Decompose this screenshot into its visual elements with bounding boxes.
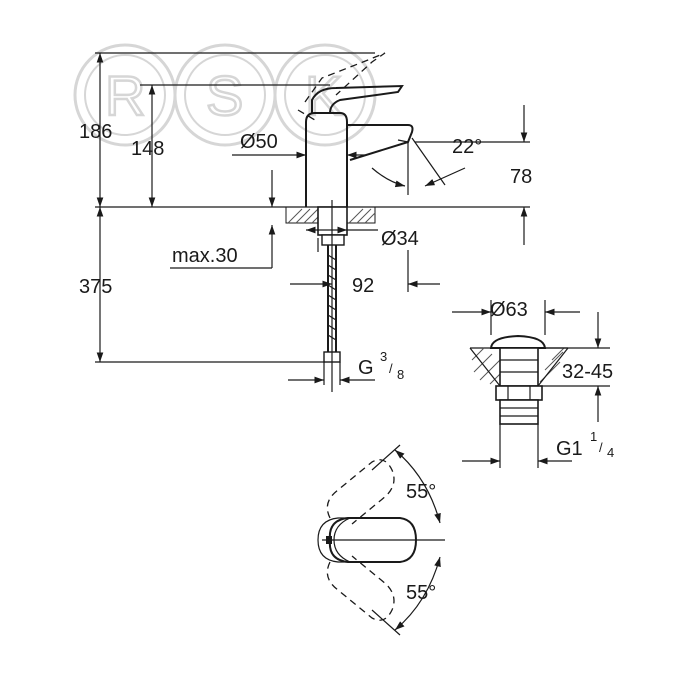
handle-center-position <box>328 517 418 563</box>
rotation-angle-bottom-label: 55° <box>406 582 436 604</box>
bottom-diameter-label: Ø34 <box>381 228 419 250</box>
lever-handle <box>311 84 404 114</box>
top-view: 55° 55° <box>317 444 445 636</box>
height-total-label: 186 <box>79 121 112 143</box>
handle-rotated-up <box>326 459 395 525</box>
watermark-circle <box>84 54 166 136</box>
watermark-circle <box>184 54 266 136</box>
spout-height-label: 78 <box>510 166 532 188</box>
waste-cap <box>489 334 547 349</box>
angle-arc-top <box>394 449 441 524</box>
waste-thread-denominator: 4 <box>607 445 614 460</box>
basin-section-left <box>469 347 504 387</box>
faucet-spout <box>347 124 414 161</box>
rotation-angle-top-label: 55° <box>406 481 436 503</box>
watermark-letter-r: R <box>105 64 145 127</box>
projection-label: 92 <box>352 275 374 297</box>
waste-thread-base: G1 <box>556 438 583 460</box>
angle-ext-bottom <box>371 609 401 636</box>
waste-nut <box>495 385 543 401</box>
waste-view: Ø63 <box>452 299 614 468</box>
spout-angle-label: 22° <box>452 136 482 158</box>
body-diameter-label: Ø50 <box>240 131 278 153</box>
thread-size-base: G <box>358 357 374 379</box>
waste-thread-slash: / <box>599 440 603 455</box>
waste-tailpiece <box>499 399 539 425</box>
counter-section-left <box>285 206 319 224</box>
height-spout-label: 148 <box>131 138 164 160</box>
thread-size-slash: / <box>389 361 393 376</box>
handle-rotated-down <box>326 555 395 621</box>
watermark-circle <box>284 54 366 136</box>
angle-arc-bottom <box>394 556 441 631</box>
angle-arrow-22 <box>424 167 466 187</box>
waste-body <box>499 347 539 387</box>
mounting-washer <box>321 234 345 246</box>
thread-size-denominator: 8 <box>397 367 404 382</box>
watermark: R S K <box>73 43 377 147</box>
waste-height-label: 32-45 <box>562 361 613 383</box>
angle-line-22 <box>411 137 446 186</box>
faucet-side-view: 186 148 Ø50 22° 78 Ø34 max.30 92 <box>79 52 532 392</box>
watermark-letter-s: S <box>206 64 243 127</box>
spout-outlet <box>397 139 409 143</box>
angle-arc-22 <box>371 167 406 188</box>
angle-ext-top <box>371 444 401 471</box>
handle-indicator <box>326 536 332 544</box>
counter-thickness-label: max.30 <box>172 245 238 267</box>
thread-size-numerator: 3 <box>380 349 387 364</box>
counter-section-right <box>346 206 376 224</box>
lever-raised-position <box>297 109 316 121</box>
lever-raised-position <box>304 52 386 103</box>
handle-lever-tip <box>317 517 351 563</box>
waste-thread-numerator: 1 <box>590 429 597 444</box>
faucet-body <box>305 112 348 207</box>
waste-diameter-label: Ø63 <box>490 299 528 321</box>
hose-length-label: 375 <box>79 276 112 298</box>
